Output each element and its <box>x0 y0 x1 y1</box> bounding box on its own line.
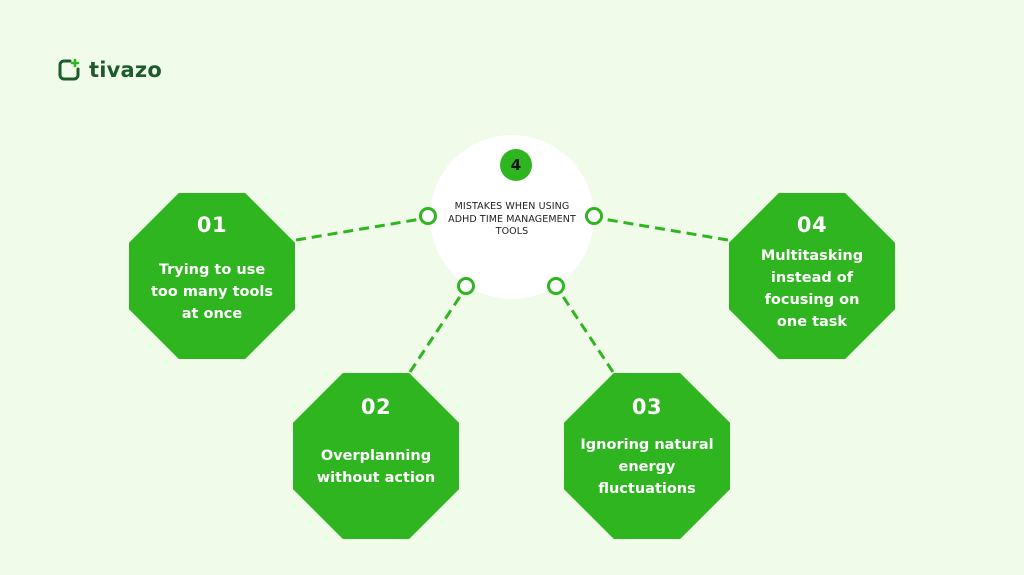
hub-title: MISTAKES WHEN USING ADHD TIME MANAGEMENT… <box>448 201 576 237</box>
mistake-text: Overplanning without action <box>316 448 436 486</box>
mistake-number: 01 <box>196 213 228 237</box>
connector-02 <box>408 291 465 373</box>
mistake-number: 04 <box>796 213 828 237</box>
mistake-number: 03 <box>631 395 663 419</box>
connector-01 <box>295 217 422 242</box>
mistake-number: 02 <box>360 395 392 419</box>
mistake-text: Multitasking instead of focusing on one … <box>760 248 864 330</box>
brand-name: tivazo <box>89 57 162 82</box>
brand-logo[interactable]: tivazo <box>57 56 162 84</box>
connector-ring-02 <box>457 277 475 295</box>
connector-ring-01 <box>419 207 437 225</box>
mistake-card-04: 04 Multitasking instead of focusing on o… <box>729 193 895 359</box>
hub-count-badge: 4 <box>500 149 532 181</box>
connector-04 <box>602 217 729 242</box>
mistake-card-03: 03 Ignoring natural energy fluctuations <box>564 373 730 539</box>
connector-03 <box>558 291 615 373</box>
mistake-text: Trying to use too many tools at once <box>150 262 274 322</box>
tivazo-logo-icon <box>58 58 80 81</box>
mistake-card-01: 01 Trying to use too many tools at once <box>129 193 295 359</box>
mistake-text: Ignoring natural energy fluctuations <box>580 437 714 497</box>
mistake-card-02: 02 Overplanning without action <box>293 373 459 539</box>
connector-ring-04 <box>585 207 603 225</box>
connector-ring-03 <box>547 277 565 295</box>
